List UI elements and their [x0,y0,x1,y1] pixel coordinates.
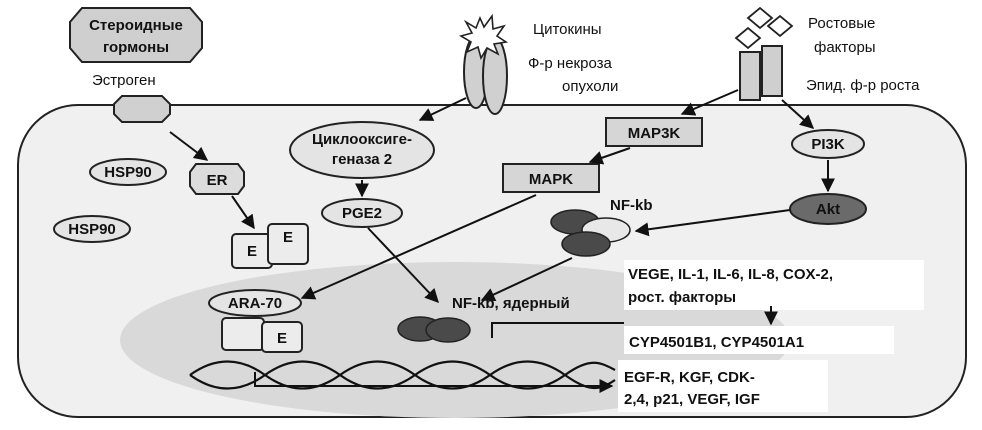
er-label: ER [207,172,228,189]
e-label-1: E [247,243,257,260]
steroid-hormones-label-2: гормоны [103,39,169,56]
growth-factor-icon-2 [736,28,760,48]
egf-label: Эпид. ф-р роста [806,77,920,94]
growth-factor-receptor-right [762,46,782,96]
cytokines-label: Цитокины [533,21,602,38]
growth-factors-label-1: Ростовые [808,15,875,32]
estrogen-receptor-shape [114,96,170,122]
cox2-label-2: геназа 2 [332,151,392,168]
estrogen-label: Эстроген [92,72,156,89]
nfkb-label: NF-kb [610,197,653,214]
growth-factors-label-2: факторы [814,39,876,56]
mapk-label: MAPK [529,171,573,188]
e-nuclear-shape-1 [222,318,264,350]
nfkb-nuclear-subunit-2 [426,318,470,342]
nfkb-subunit-3 [562,232,610,256]
nfkb-nuclear-label: NF-kb, ядерный [452,295,570,312]
targets-2-line-1: EGF-R, KGF, CDK- [624,369,755,386]
pge2-label: PGE2 [342,205,382,222]
pi3k-label: PI3K [811,136,845,153]
cyp-label: CYP4501B1, CYP4501A1 [629,334,804,351]
targets-2-line-2: 2,4, p21, VEGF, IGF [624,391,760,408]
cox2-label-1: Циклооксиге- [312,131,412,148]
tnf-label-1: Ф-р некроза [528,55,612,72]
map3k-label: MAP3K [628,125,681,142]
hsp90-label-1: HSP90 [104,164,152,181]
growth-factor-icon [748,8,792,36]
akt-label: Akt [816,201,840,218]
growth-factor-receptor-left [740,52,760,100]
e-label-2: E [283,229,293,246]
hsp90-label-2: HSP90 [68,221,116,238]
steroid-hormones-label-1: Стероидные [89,17,183,34]
tnf-label-2: опухоли [562,78,618,95]
targets-1-line-1: VEGE, IL-1, IL-6, IL-8, COX-2, [628,266,833,283]
targets-1-line-2: рост. факторы [628,289,736,306]
e-nuclear-label: E [277,330,287,347]
ara70-label: ARA-70 [228,295,282,312]
